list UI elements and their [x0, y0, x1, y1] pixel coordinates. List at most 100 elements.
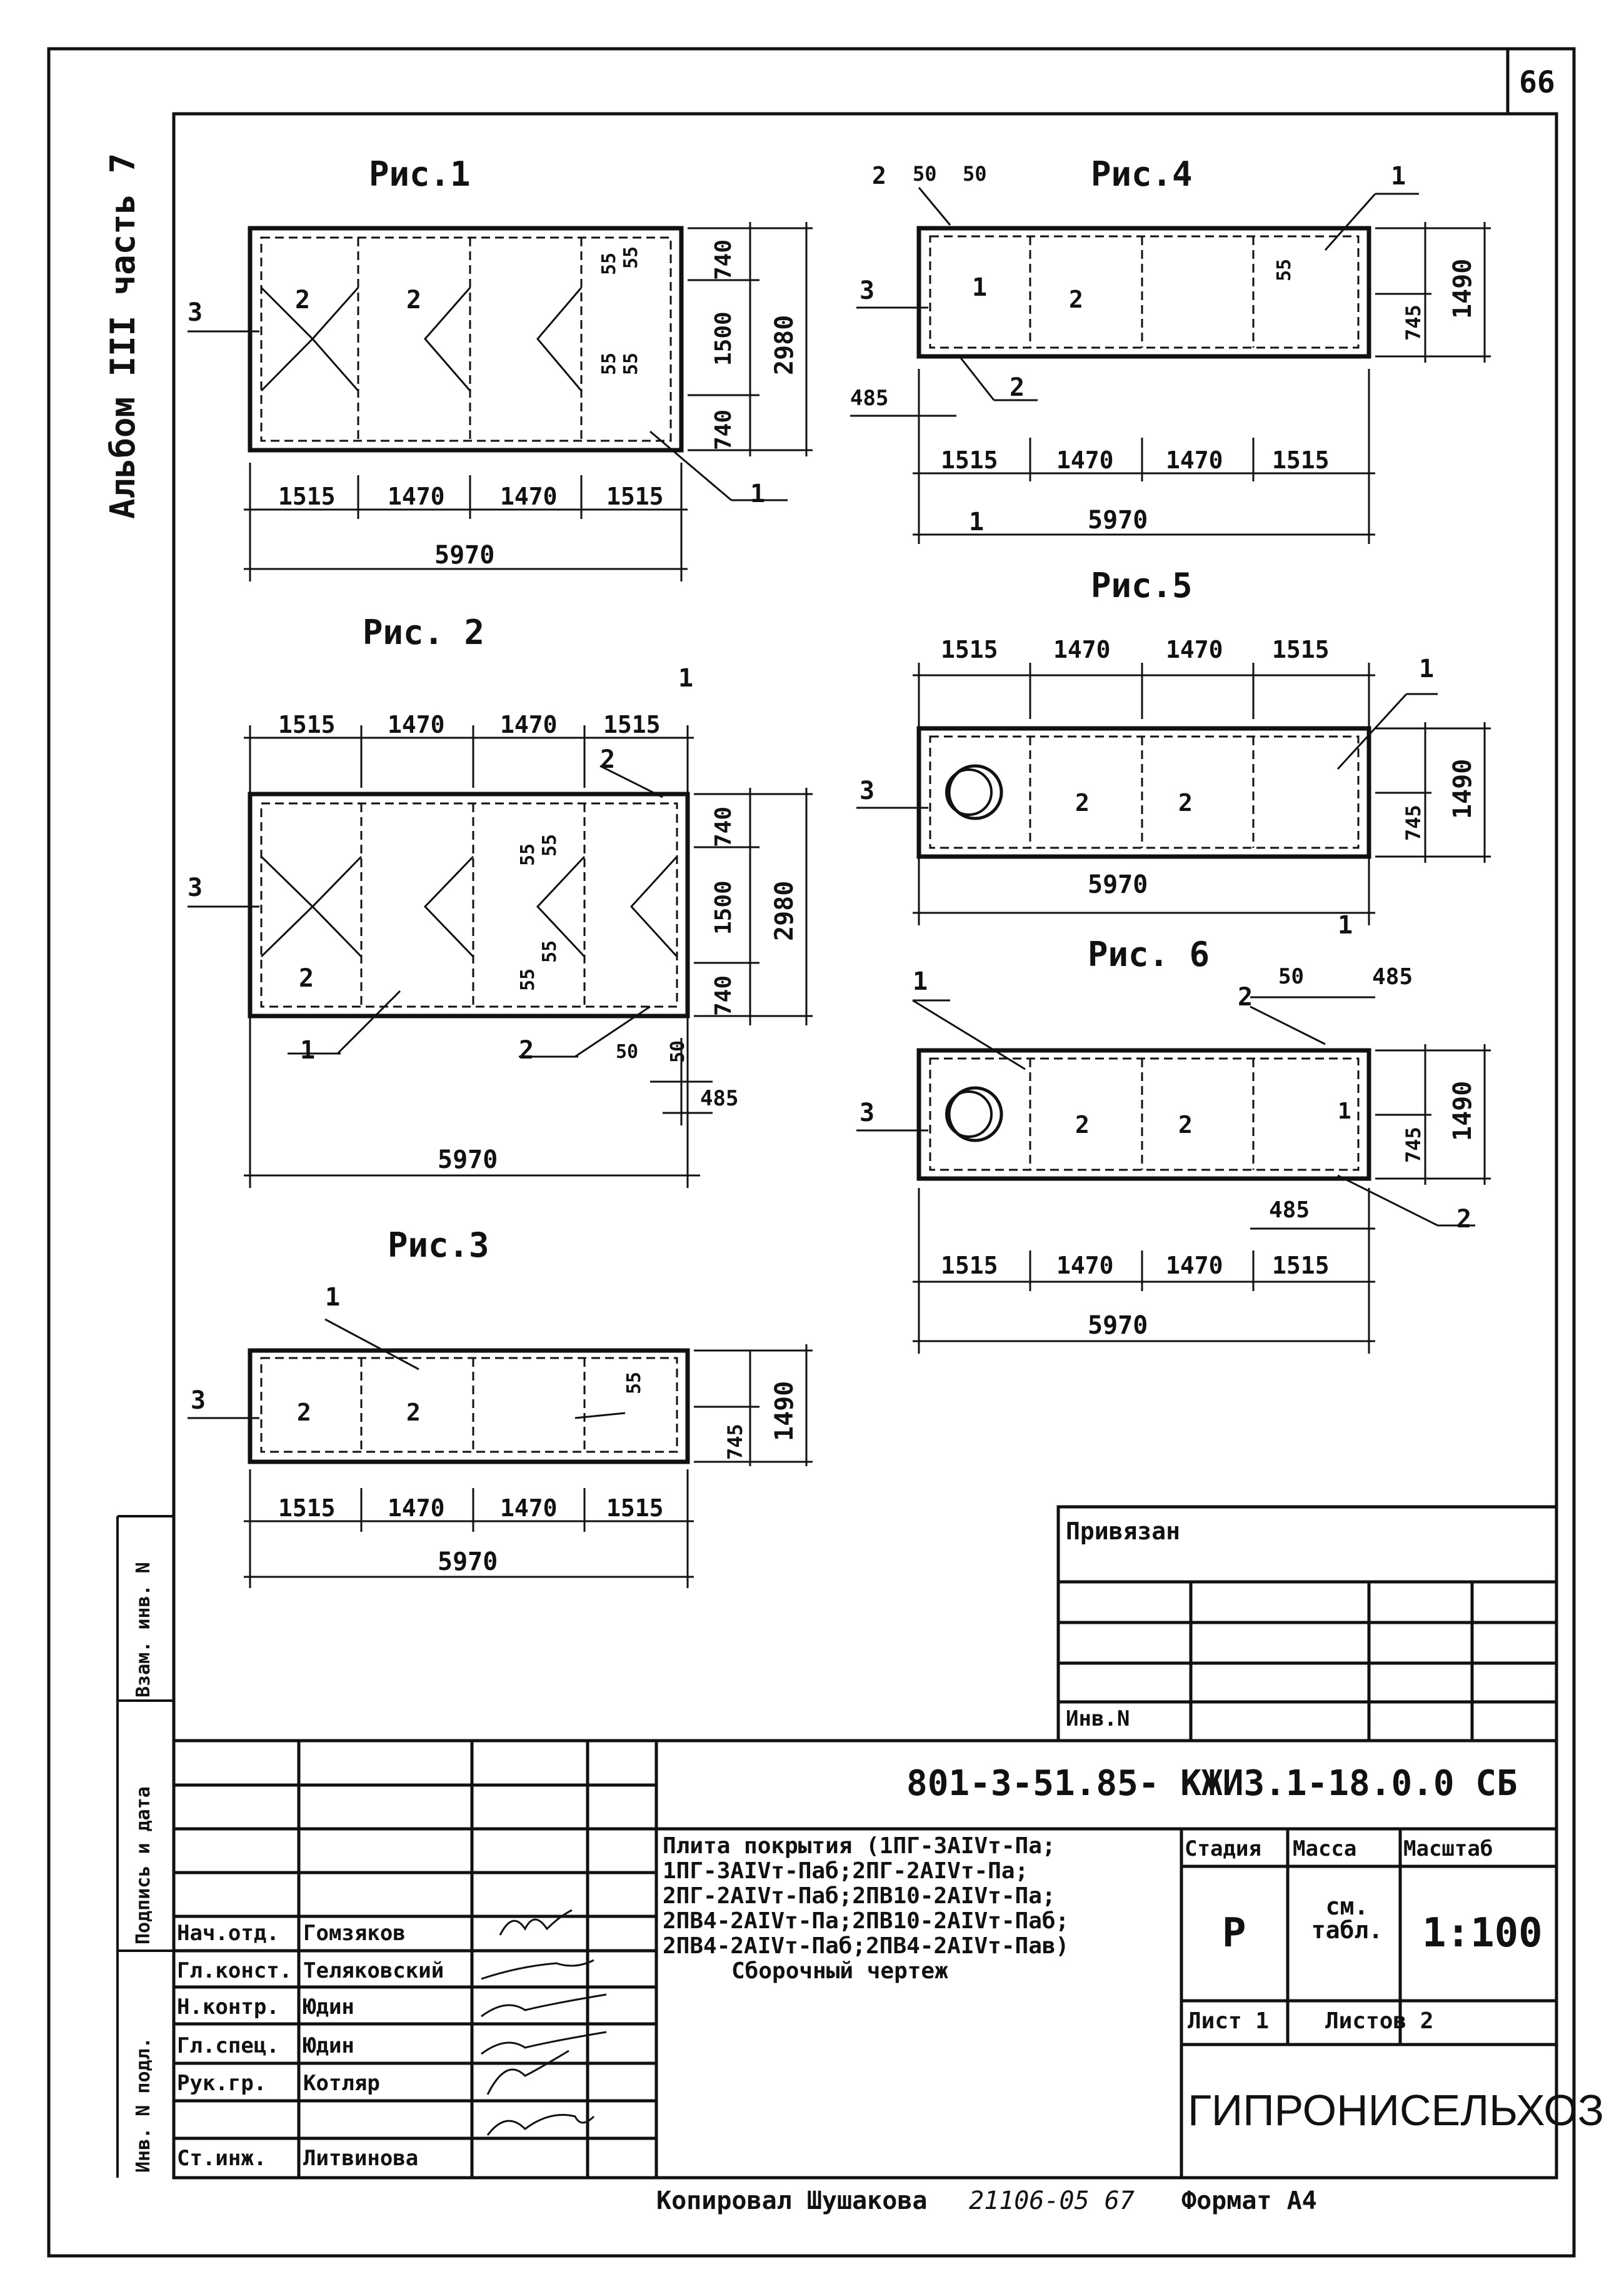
fig6-caption: Рис. 6 — [1088, 935, 1210, 974]
fig3-total: 5970 — [438, 1547, 498, 1576]
fig2-55-a: 55 — [517, 843, 539, 866]
fig6-mark-2-bottom: 2 — [1456, 1205, 1472, 1234]
fig1-55-a: 55 — [598, 252, 620, 275]
document-code: 801-3-51.85- КЖИ3.1-18.0.0 СБ — [906, 1763, 1518, 1804]
fig4-mark-3: 3 — [860, 276, 875, 305]
mass-header: Масса — [1293, 1836, 1357, 1861]
desc-line-2: 1ПГ-3АIVт-Паб;2ПГ-2АIVт-Па; — [663, 1858, 1029, 1884]
fig5-dim-2: 1470 — [1053, 636, 1111, 663]
fig4-dim-2: 1470 — [1056, 446, 1114, 474]
desc-line-6: Сборочный чертеж — [731, 1958, 948, 1984]
fig2-h-1: 740 — [711, 806, 736, 847]
fig5-mark-2b: 2 — [1178, 789, 1193, 817]
privyazan-title: Привязан — [1066, 1517, 1181, 1545]
side-label-vzam: Взам. инв. N — [133, 1562, 154, 1698]
sheets-label: Листов 2 — [1325, 2008, 1434, 2034]
title-block-grid — [174, 1739, 1556, 2178]
fig3-h-1: 745 — [723, 1424, 747, 1460]
role-nach-otd: Нач.отд. — [177, 1921, 279, 1946]
fig6-mark-1-inner: 1 — [1338, 1099, 1351, 1124]
fig2-caption: Рис. 2 — [363, 613, 485, 652]
fig3-h-total: 1490 — [770, 1381, 799, 1441]
fig4-mark-2-bottom: 2 — [1010, 373, 1025, 402]
fig3-mark-3: 3 — [191, 1386, 206, 1415]
fig2-slab — [188, 765, 690, 1058]
fig6-dim-4: 1515 — [1272, 1252, 1330, 1279]
fig5-h-total: 1490 — [1448, 758, 1477, 819]
fig6-dim-485-top: 485 — [1372, 964, 1413, 990]
role-gl-spec: Гл.спец. — [177, 2033, 279, 2058]
fig3-55: 55 — [623, 1371, 645, 1394]
fig4-dim-50a: 50 — [913, 162, 937, 186]
fig1-dim-3: 1470 — [500, 483, 558, 510]
fig3-caption: Рис.3 — [388, 1225, 489, 1265]
name-gl-spec: Юдин — [303, 2033, 354, 2058]
fig4-mark-1-inner: 1 — [972, 273, 988, 302]
fig3-slab — [188, 1318, 690, 1464]
fig6-dim-1: 1515 — [941, 1252, 998, 1279]
footer-copied: Копировал Шушакова — [656, 2186, 928, 2215]
desc-line-3: 2ПГ-2АIVт-Паб;2ПВ10-2АIVт-Па; — [663, 1883, 1056, 1909]
fig4-h-1: 745 — [1401, 304, 1425, 341]
fig4-dim-50b: 50 — [963, 162, 987, 186]
fig2-mark-2-bottom: 2 — [519, 1036, 534, 1065]
fig5-mark-1: 1 — [1419, 655, 1435, 683]
fig2-55-d: 55 — [539, 940, 561, 963]
fig5-total: 5970 — [1088, 870, 1148, 899]
fig2-mark-2-inner: 2 — [299, 964, 314, 993]
fig3-dim-1: 1515 — [278, 1494, 336, 1522]
fig2-h-3: 740 — [711, 975, 736, 1016]
fig2-dim-50a: 50 — [616, 1041, 639, 1063]
sheet-number: 66 — [1519, 65, 1555, 100]
name-st-inzh: Литвинова — [303, 2146, 419, 2171]
fig2-dim-1: 1515 — [278, 711, 336, 738]
fig4-slab — [856, 187, 1419, 401]
album-side-label: Альбом III часть 7 — [103, 153, 143, 519]
fig4-dim-485: 485 — [850, 386, 889, 411]
role-ruk-gr: Рук.гр. — [177, 2071, 267, 2096]
fig6-mark-2b: 2 — [1178, 1111, 1193, 1139]
name-ruk-gr: Котляр — [303, 2071, 380, 2096]
fig5-dimension-lines — [913, 663, 1491, 925]
name-n-kontr: Юдин — [303, 1995, 354, 2020]
fig5-dim-4: 1515 — [1272, 636, 1330, 663]
fig1-mark-2a: 2 — [295, 286, 311, 314]
fig1-h-total: 2980 — [770, 314, 799, 375]
fig4-total: 5970 — [1088, 506, 1148, 535]
side-label-sign: Подпись и дата — [133, 1786, 154, 1944]
role-gl-konst: Гл.конст. — [177, 1958, 293, 1983]
fig2-mark-2-top: 2 — [600, 745, 616, 774]
signatures — [481, 1909, 607, 2136]
fig2-mark-3: 3 — [188, 873, 203, 902]
side-label-inv: Инв. N подл. — [133, 2037, 154, 2173]
name-nach-otd: Гомзяков — [303, 1921, 406, 1946]
fig4-mark-2-top: 2 — [872, 162, 886, 189]
fig4-h-total: 1490 — [1448, 258, 1477, 319]
fig1-dim-1: 1515 — [278, 483, 336, 510]
footer-format: Формат А4 — [1181, 2186, 1317, 2215]
fig1-h-3: 740 — [711, 409, 736, 450]
mass-value: см. табл. — [1311, 1893, 1383, 1944]
fig1-55-d: 55 — [620, 352, 642, 375]
fig6-dim-3: 1470 — [1166, 1252, 1223, 1279]
fig4-mark-1-top: 1 — [1391, 162, 1406, 191]
fig6-mark-3: 3 — [860, 1099, 875, 1127]
fig6-dim-2: 1470 — [1056, 1252, 1114, 1279]
fig2-dimension-lines — [244, 725, 813, 1188]
fig5-caption: Рис.5 — [1091, 566, 1193, 605]
fig2-total: 5970 — [438, 1145, 498, 1174]
fig5-mark-3: 3 — [860, 777, 875, 805]
name-gl-konst: Теляковский — [303, 1958, 444, 1983]
fig5-dim-3: 1470 — [1166, 636, 1223, 663]
fig6-dimension-lines — [913, 996, 1491, 1354]
fig1-55-c: 55 — [598, 352, 620, 375]
fig3-mark-1: 1 — [325, 1283, 341, 1312]
scale-header: Масштаб — [1403, 1836, 1493, 1861]
fig6-dim-50: 50 — [1278, 964, 1304, 989]
outer-frame — [47, 47, 1576, 2258]
fig5-mark-2a: 2 — [1075, 789, 1090, 817]
fig3-mark-2b: 2 — [406, 1399, 421, 1426]
fig4-mark-2-inner: 2 — [1069, 286, 1083, 313]
stage-header: Стадия — [1185, 1836, 1261, 1861]
fig2-55-b: 55 — [539, 833, 561, 857]
